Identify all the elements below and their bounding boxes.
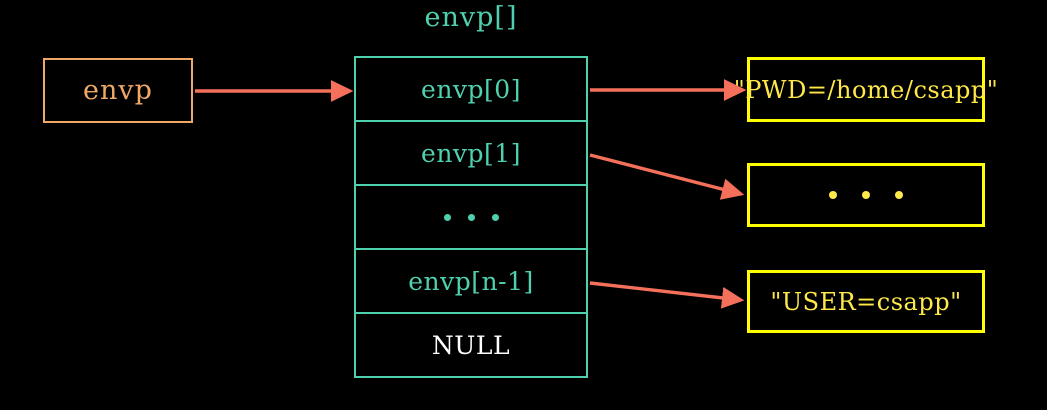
array-cell-1: envp[1] bbox=[356, 122, 586, 186]
array-cell-1-label: envp[1] bbox=[421, 138, 521, 168]
array-cell-n-1-label: envp[n-1] bbox=[408, 266, 534, 296]
envp-pointer-box: envp bbox=[43, 58, 193, 123]
string-box-pwd-label: "PWD=/home/csapp" bbox=[733, 75, 999, 104]
array-cell-n-1: envp[n-1] bbox=[356, 250, 586, 314]
arrow-envp1-to-ellipsis bbox=[589, 153, 745, 200]
ellipsis-dot-icon bbox=[443, 213, 451, 221]
envp-pointer-label: envp bbox=[83, 75, 153, 106]
string-box-user: "USER=csapp" bbox=[747, 270, 985, 333]
ellipsis-dot-icon bbox=[491, 213, 499, 221]
array-cell-null: NULL bbox=[356, 314, 586, 376]
ellipsis-dot-icon bbox=[829, 191, 837, 199]
string-box-pwd: "PWD=/home/csapp" bbox=[734, 57, 998, 122]
ellipsis-dot-icon bbox=[467, 213, 475, 221]
envp-array-table: envp[0] envp[1] envp[n-1] NULL bbox=[354, 56, 588, 378]
array-cell-0-label: envp[0] bbox=[421, 74, 521, 104]
string-box-user-label: "USER=csapp" bbox=[770, 287, 962, 316]
array-title: envp[] bbox=[424, 2, 518, 33]
ellipsis-dot-icon bbox=[862, 191, 870, 199]
string-box-ellipsis bbox=[747, 163, 985, 227]
array-cell-null-label: NULL bbox=[431, 330, 511, 360]
array-cell-ellipsis bbox=[356, 186, 586, 250]
array-cell-0: envp[0] bbox=[356, 58, 586, 122]
ellipsis-dot-icon bbox=[895, 191, 903, 199]
arrow-envpn1-to-user bbox=[589, 281, 745, 309]
